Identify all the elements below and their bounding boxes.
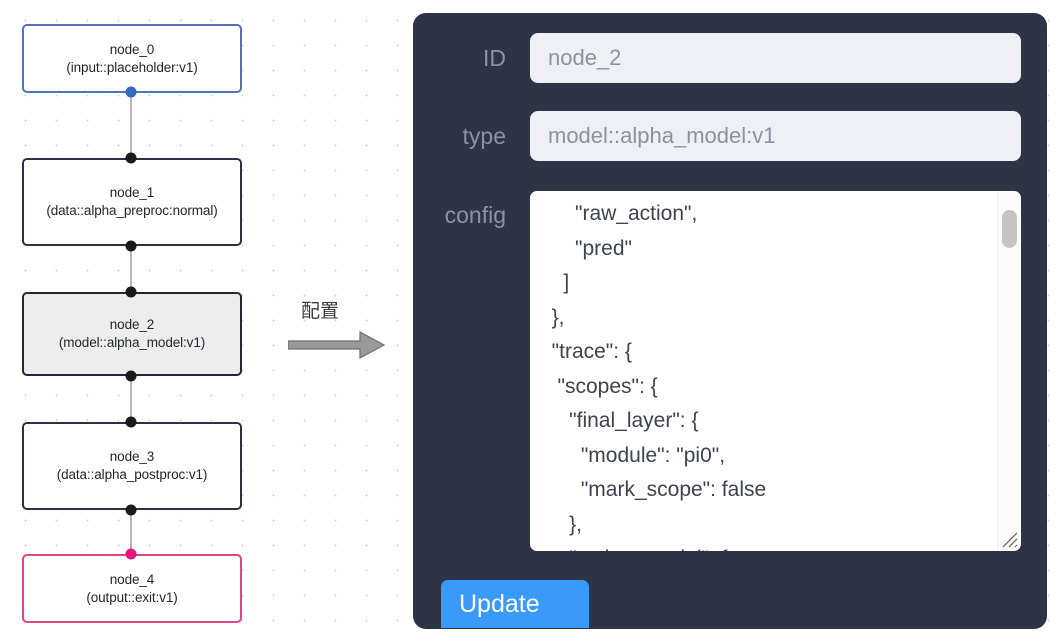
graph-node-subtitle: (model::alpha_model:v1) <box>58 335 206 350</box>
graph-node-node_4[interactable]: node_4 (output::exit:v1) <box>22 554 242 623</box>
graph-node-label: node_4 (output::exit:v1) <box>86 571 177 607</box>
graph-node-subtitle: (output::exit:v1) <box>86 589 178 605</box>
graph-node-title: node_4 <box>109 571 155 587</box>
graph-node-label: node_0 (input::placeholder:v1) <box>66 41 197 77</box>
config-field-label: config <box>444 202 506 228</box>
node-handle-target-node_4[interactable] <box>125 548 137 560</box>
graph-node-title: node_2 <box>109 317 155 332</box>
graph-node-subtitle: (data::alpha_postproc:v1) <box>56 467 208 482</box>
field-row-type: type <box>430 111 1021 161</box>
config-scrollbar-thumb[interactable] <box>1002 210 1017 248</box>
resize-grip-icon[interactable] <box>999 529 1019 549</box>
edge-node0-node1 <box>130 92 132 158</box>
graph-node-subtitle: (data::alpha_preproc:normal) <box>46 203 218 218</box>
node-handle-source-node_1[interactable] <box>125 240 137 252</box>
graph-node-title: node_0 <box>109 41 155 57</box>
graph-node-label: node_3 (data::alpha_postproc:v1) <box>57 448 208 484</box>
graph-node-label: node_1 (data::alpha_preproc:normal) <box>46 184 217 220</box>
node-handle-target-node_2[interactable] <box>125 286 137 298</box>
graph-node-label: node_2 (model::alpha_model:v1) <box>59 316 205 352</box>
graph-node-title: node_1 <box>109 185 155 200</box>
node-handle-source-node_2[interactable] <box>125 370 137 382</box>
config-scrollbar-track[interactable] <box>997 192 1020 550</box>
node-handle-source-node_0[interactable] <box>125 86 137 98</box>
edge-node2-node3 <box>130 376 132 422</box>
node-handle-source-node_3[interactable] <box>125 504 137 516</box>
annotation-label: 配置 <box>301 300 340 322</box>
graph-node-node_0[interactable]: node_0 (input::placeholder:v1) <box>22 24 242 93</box>
node-handle-target-node_3[interactable] <box>125 416 137 428</box>
id-field-label: ID <box>483 45 506 71</box>
graph-node-node_3[interactable]: node_3 (data::alpha_postproc:v1) <box>22 422 242 510</box>
config-textarea[interactable]: "raw_action", "pred" ] }, "trace": { "sc… <box>530 191 1021 551</box>
graph-node-node_1[interactable]: node_1 (data::alpha_preproc:normal) <box>22 158 242 246</box>
right-arrow-icon <box>288 331 386 359</box>
field-row-id: ID <box>430 33 1021 83</box>
node-inspector-panel: ID type config "raw_action", "pred" ] },… <box>413 13 1047 629</box>
node-handle-target-node_1[interactable] <box>125 152 137 164</box>
edge-node1-node2 <box>130 246 132 292</box>
update-button[interactable]: Update <box>441 580 589 628</box>
graph-node-node_2[interactable]: node_2 (model::alpha_model:v1) <box>22 292 242 376</box>
type-field-label: type <box>462 123 506 149</box>
node-graph-canvas[interactable]: node_0 (input::placeholder:v1) node_1 (d… <box>0 0 400 643</box>
graph-node-title: node_3 <box>109 449 155 464</box>
annotation-arrow-group: 配置 <box>288 296 400 360</box>
edge-node3-node4 <box>130 510 132 554</box>
config-textarea-wrapper: "raw_action", "pred" ] }, "trace": { "sc… <box>530 191 1021 551</box>
graph-node-subtitle: (input::placeholder:v1) <box>66 59 198 75</box>
field-row-config: config "raw_action", "pred" ] }, "trace"… <box>430 191 1021 551</box>
id-input[interactable] <box>530 33 1021 83</box>
type-input[interactable] <box>530 111 1021 161</box>
